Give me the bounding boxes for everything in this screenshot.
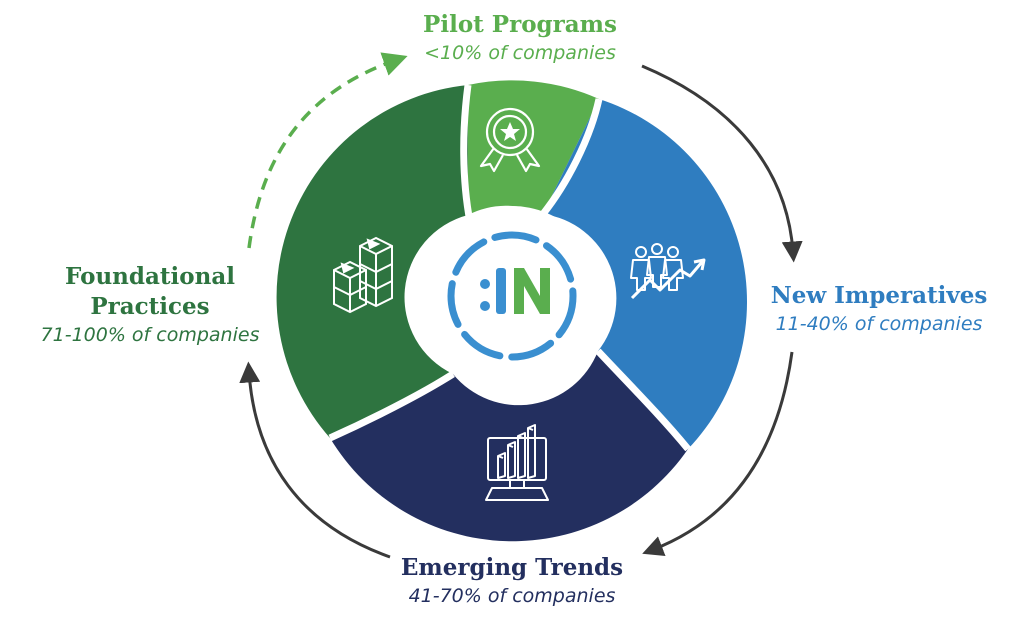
stage-new-subtitle: 11-40% of companies [775, 313, 983, 335]
segment-pilot [468, 80, 599, 215]
in-logo-icon [447, 231, 577, 361]
stage-new-label: New Imperatives 11-40% of companies [744, 281, 1014, 337]
stacked-blocks-icon [333, 236, 393, 314]
stage-foundational-label: Foundational Practices 71-100% of compan… [10, 262, 290, 348]
stage-foundational-title-line1: Foundational [65, 263, 235, 290]
award-ribbon-icon [479, 107, 541, 173]
stage-foundational-subtitle: 71-100% of companies [40, 324, 260, 346]
segment-new [543, 99, 748, 449]
stage-emerging-label: Emerging Trends 41-70% of companies [372, 553, 652, 609]
arrow-new-to-emerging [642, 351, 794, 557]
people-growth-icon [630, 243, 706, 300]
stage-new-title: New Imperatives [770, 282, 988, 309]
segment-foundational [276, 85, 468, 438]
stage-foundational-title-line2: Practices [90, 293, 210, 320]
stage-emerging-subtitle: 41-70% of companies [408, 585, 616, 607]
stage-pilot-label: Pilot Programs <10% of companies [380, 10, 660, 66]
segment-separators [328, 84, 691, 452]
stage-emerging-title: Emerging Trends [400, 554, 624, 581]
arrow-emerging-to-foundational [239, 361, 391, 559]
monitor-chart-icon [485, 424, 549, 501]
arrow-foundational-to-pilot-dashed [247, 52, 408, 249]
arrow-pilot-to-new [641, 64, 803, 263]
stage-pilot-subtitle: <10% of companies [424, 42, 616, 64]
stage-pilot-title: Pilot Programs [423, 11, 617, 38]
